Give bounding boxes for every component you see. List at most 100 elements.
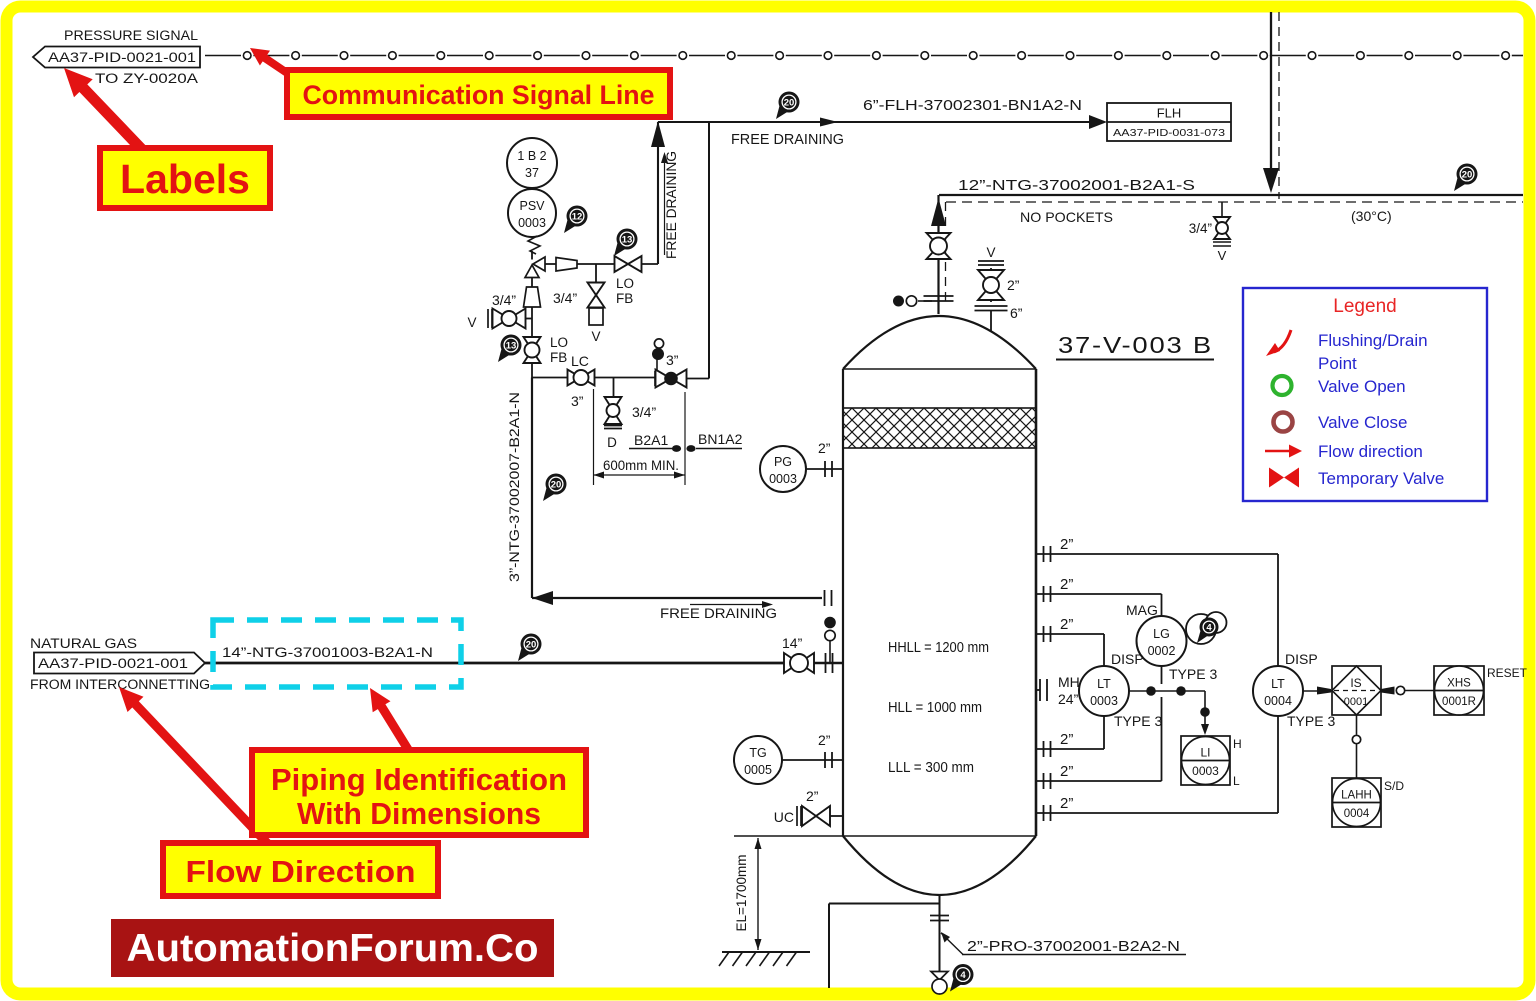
- disp-note: DISP: [1285, 651, 1318, 667]
- balloon-13: 13: [614, 228, 638, 256]
- is-number: 0001: [1344, 696, 1368, 708]
- spec-class-left: B2A1: [634, 432, 668, 448]
- li-0003-box-number: 0003: [1192, 764, 1219, 778]
- communication-signal-line: [205, 50, 1523, 61]
- legend-item-label: Valve Open: [1318, 377, 1406, 396]
- tg-0005: TG 0005 2”: [733, 732, 843, 785]
- size-6: 6”: [1010, 305, 1023, 321]
- li-0003-box: LI 0003: [1180, 735, 1231, 786]
- lt-0004-bubble: LT 0004: [1252, 665, 1304, 717]
- size-2: 2”: [1060, 616, 1073, 633]
- pipe-label-ntg12: 12”-NTG-37002001-B2A1-S: [958, 177, 1195, 194]
- fb-tag: FB: [616, 291, 633, 306]
- balloon-20: 20: [543, 473, 567, 501]
- piping-id-arrow: [370, 688, 413, 754]
- balloon-20: 20: [1454, 163, 1478, 191]
- lo-tag: LO: [616, 276, 634, 291]
- pg-bubble-number: 0003: [769, 472, 797, 486]
- size-24: 24”: [1058, 691, 1079, 707]
- vessel-tag: 37-V-003 B: [1058, 332, 1213, 358]
- size-34: 3/4”: [1189, 221, 1212, 236]
- uc-tag: UC: [774, 809, 794, 825]
- size-2: 2”: [806, 788, 819, 804]
- balloon-number: 20: [1462, 170, 1473, 181]
- balloon-number: 13: [622, 235, 633, 246]
- balloon-number: 20: [551, 480, 562, 491]
- legend-item-label: Valve Close: [1318, 413, 1407, 432]
- vent-tag: V: [1218, 248, 1227, 263]
- size-2: 2”: [818, 440, 831, 456]
- size-34: 3/4”: [492, 292, 516, 308]
- type3-note: TYPE 3: [1169, 666, 1217, 682]
- vessel-37-v-003b: 37-V-003 B HHLL = 1200 mm HLL = 1000 mm …: [841, 314, 1214, 896]
- balloon-4: 4: [1197, 617, 1219, 643]
- pipe-label-flh: 6”-FLH-37002301-BN1A2-N: [863, 97, 1082, 114]
- piping-id-highlight-box: [210, 617, 464, 690]
- lo-tag: LO: [550, 335, 568, 350]
- flow-direction-icon: [1265, 444, 1302, 458]
- piping-id-label-1: Piping Identification: [271, 762, 567, 797]
- lg-bubble: LG 0002: [1135, 615, 1188, 667]
- size-2: 2”: [1060, 795, 1073, 812]
- flushing-drain-icon: [1266, 343, 1280, 356]
- lahh-0004-box: LAHH 0004: [1331, 777, 1382, 828]
- lt-0003-bubble-number: 0003: [1090, 694, 1118, 708]
- lc-drain-line: LC 3” D 3/4” B2A1 BN1A2 600mm MIN. 3”: [532, 122, 743, 485]
- flow-direction-label-box: [160, 840, 441, 899]
- balloon-number: 4: [960, 970, 966, 981]
- high-tag: H: [1233, 737, 1242, 751]
- disp-note: DISP: [1111, 651, 1144, 667]
- level-instruments: LG 0002 MAG 4 TYPE 3 LT 0003 DISP TYPE 3…: [1078, 554, 1528, 828]
- diagram-sheet: PRESSURE SIGNAL AA37-PID-0021-001 TO ZY-…: [30, 12, 1528, 995]
- comm-signal-label: Communication Signal Line: [303, 80, 655, 110]
- balloon-4: 4: [950, 964, 974, 992]
- free-draining-note: FREE DRAINING: [731, 132, 844, 148]
- valve-open-icon: [1270, 373, 1294, 398]
- balloon-number: 20: [784, 98, 795, 109]
- right-nozzles: 2” 2” 2” 2” 2” 2” MH 24”: [1036, 536, 1278, 821]
- low-tag: L: [1233, 774, 1240, 788]
- lt-0004-bubble-number: 0004: [1264, 694, 1292, 708]
- temporary-valve-icon: [1269, 467, 1299, 488]
- legend-item-label: Flow direction: [1318, 442, 1423, 461]
- lg-bubble-number: 0002: [1148, 644, 1176, 658]
- vent-tag: V: [467, 315, 476, 330]
- legend-item-label: Point: [1318, 354, 1357, 373]
- flh-service: FLH: [1157, 106, 1182, 121]
- drawing-area: [12, 12, 1524, 988]
- lt-0003-bubble: LT 0003: [1078, 665, 1130, 717]
- pg-bubble: PG 0003: [759, 445, 807, 493]
- size-34: 3/4”: [553, 290, 577, 306]
- size-2: 2”: [1060, 536, 1073, 553]
- balloon-number: 13: [506, 341, 517, 352]
- pressure-signal-dest: TO ZY-0020A: [95, 71, 198, 86]
- labels-arrow: [64, 68, 156, 164]
- size-2: 2”: [818, 732, 831, 748]
- pipe-label-feed: 14”-NTG-37001003-B2A1-N: [222, 644, 433, 660]
- li-0003-box-tag: LI: [1200, 746, 1210, 760]
- balloon-20: 20: [776, 91, 800, 119]
- lahh-0004-box-number: 0004: [1344, 808, 1370, 820]
- vessel-overhead-riser: [893, 195, 954, 314]
- drain-header: 3”-NTG-37002007-B2A1-N 20 FREE DRAINING: [507, 377, 833, 621]
- labels-label-box: [97, 145, 273, 211]
- legend-item-label: Flushing/Drain: [1318, 331, 1428, 350]
- size-3: 3”: [666, 352, 679, 368]
- xhs-0001r-box-number: 0001R: [1442, 696, 1476, 708]
- labels-label: Labels: [120, 156, 250, 202]
- size-2: 2”: [1060, 731, 1073, 748]
- lg-bubble-tag: LG: [1153, 627, 1170, 641]
- spec-class-right: BN1A2: [698, 431, 743, 447]
- legend-item-label: Temporary Valve: [1318, 469, 1444, 488]
- lahh-0004-box-tag: LAHH: [1341, 790, 1372, 802]
- temperature-note: (30°C): [1351, 208, 1392, 224]
- bottom-outlet: 4 2”-PRO-37002001-B2A2-N: [828, 895, 1186, 995]
- piping-id-label-2: With Dimensions: [297, 796, 541, 831]
- psv-bubble: PSV 0003: [507, 188, 557, 238]
- natural-gas-feed: NATURAL GAS AA37-PID-0021-001 FROM INTER…: [30, 616, 843, 692]
- elevation-label: EL=1700mm: [734, 855, 749, 932]
- tg-bubble: TG 0005: [733, 735, 783, 785]
- pipe-label-pro: 2”-PRO-37002001-B2A2-N: [967, 939, 1180, 955]
- fb-tag: FB: [550, 350, 567, 365]
- valve-close-icon: [1271, 410, 1295, 434]
